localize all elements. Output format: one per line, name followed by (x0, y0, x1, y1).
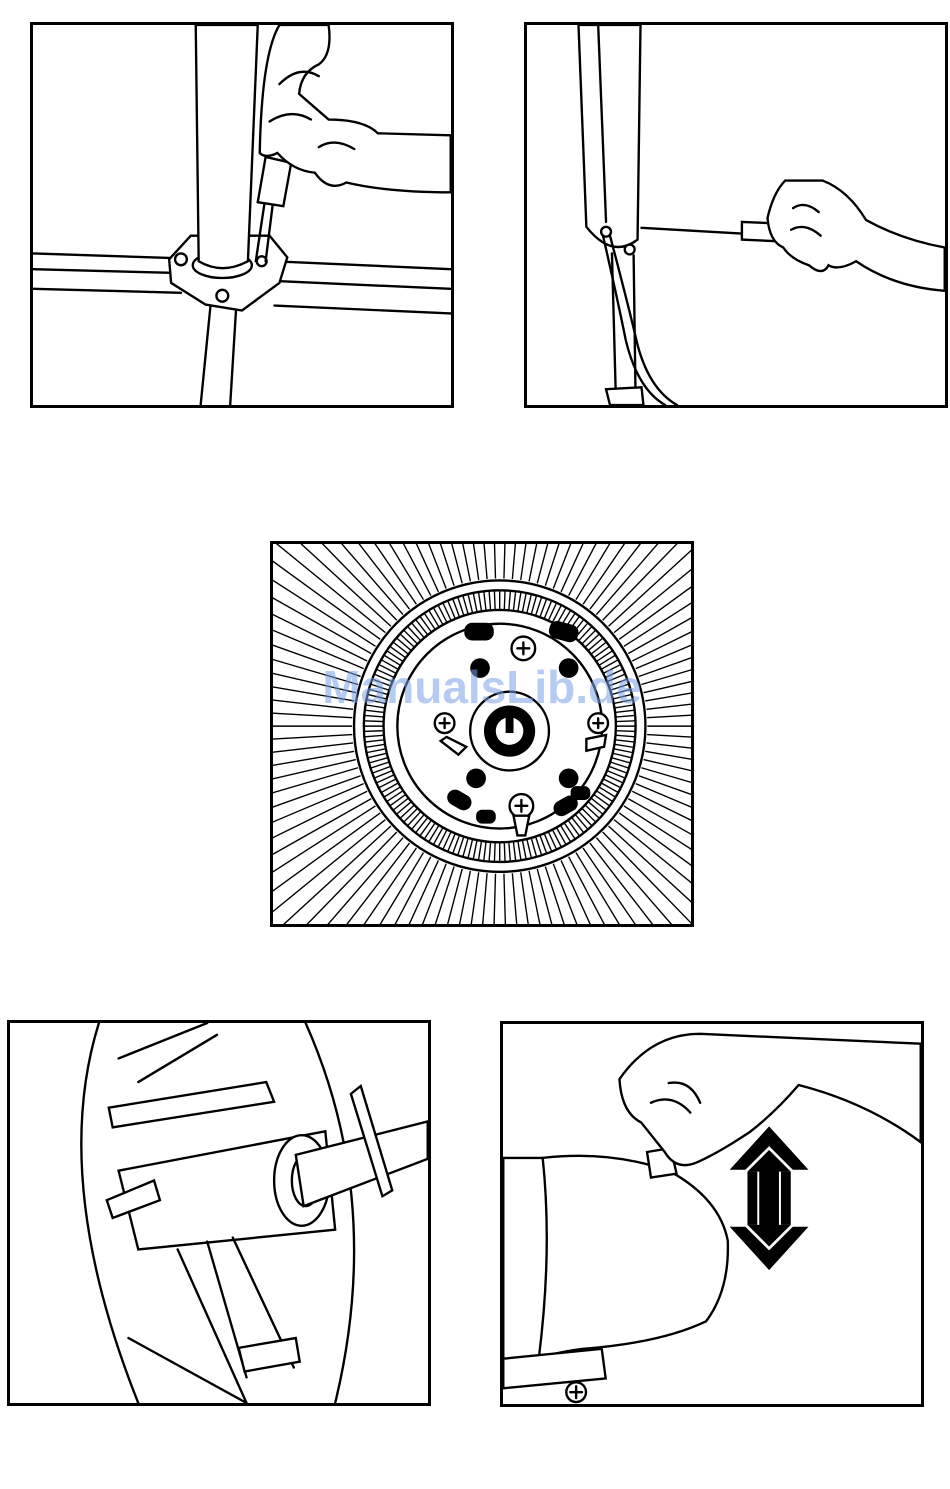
screwing-upright-tube-illustration (524, 22, 948, 408)
height-adjust-knob-illustration (500, 1021, 924, 1407)
screwing-base-plate-illustration (30, 22, 454, 408)
up-down-arrow-icon (730, 1126, 809, 1270)
motor-shaft-pin-illustration (7, 1020, 431, 1406)
rear-grille-mount-illustration (270, 541, 694, 927)
